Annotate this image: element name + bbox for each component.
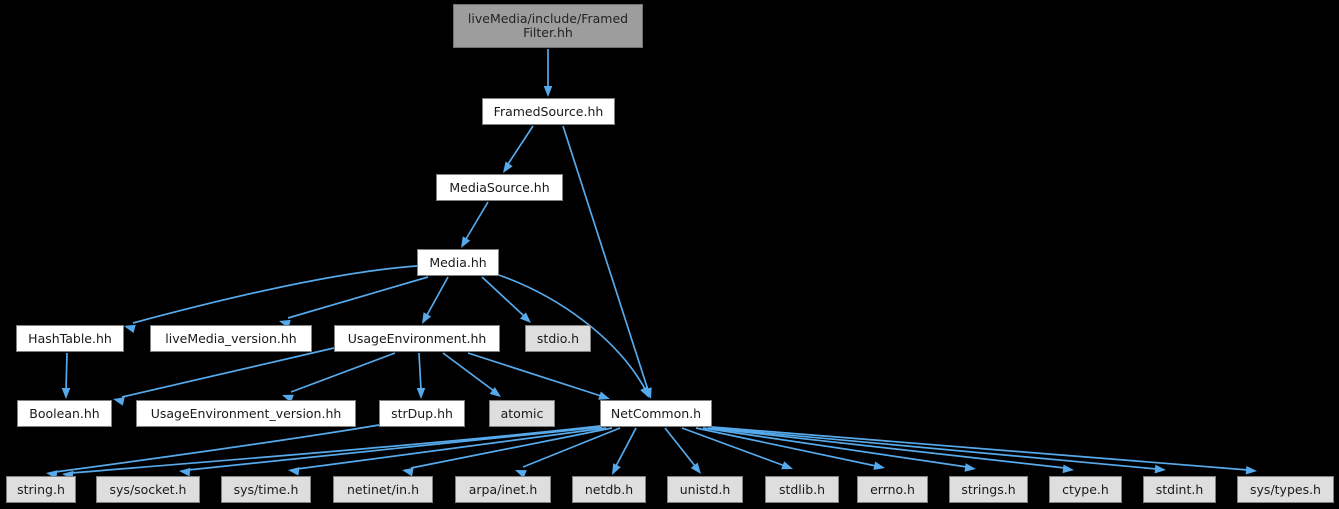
edge-media-to-netcommon (495, 273, 646, 390)
arrowhead-usageenv-to-atomic (489, 386, 501, 397)
arrowhead-netcommon-to-unistd (690, 462, 701, 474)
arrowhead-framedsrc-to-mediasrc (503, 161, 513, 173)
node-media[interactable]: Media.hh (417, 249, 499, 276)
node-strdup[interactable]: strDup.hh (379, 400, 465, 427)
arrowhead-netcommon-to-systime (288, 467, 300, 476)
edge-media-to-stdio (481, 276, 525, 317)
node-root: liveMedia/include/Framed Filter.hh (453, 4, 643, 48)
edge-netcommon-to-syssocket (187, 426, 603, 471)
edge-netcommon-to-stdint (710, 427, 1158, 470)
node-errno[interactable]: errno.h (857, 476, 928, 503)
arrowhead-netcommon-to-ctype (1062, 464, 1074, 474)
arrowhead-mediasrc-to-media (461, 236, 471, 248)
node-mediasrc[interactable]: MediaSource.hh (436, 174, 563, 201)
arrowhead-netcommon-to-netdb (612, 463, 621, 475)
arrowhead-netcommon-to-errno (873, 461, 885, 470)
node-boolean[interactable]: Boolean.hh (17, 400, 112, 427)
node-systypes[interactable]: sys/types.h (1237, 476, 1334, 503)
node-stdlib[interactable]: stdlib.h (765, 476, 839, 503)
arrowhead-hashtable-to-boolean (61, 388, 71, 399)
node-atomic[interactable]: atomic (489, 400, 555, 427)
node-ctype[interactable]: ctype.h (1049, 476, 1122, 503)
edge-usageenv-to-atomic (442, 352, 495, 392)
node-framedsrc[interactable]: FramedSource.hh (482, 98, 615, 125)
arrowhead-media-to-stdio (520, 312, 531, 323)
arrowhead-netcommon-to-stdint (1154, 464, 1166, 474)
node-uevversion[interactable]: UsageEnvironment_version.hh (136, 400, 356, 427)
node-unistd[interactable]: unistd.h (667, 476, 743, 503)
node-string_h[interactable]: string.h (6, 476, 76, 503)
edge-usageenv-to-uevversion (290, 352, 396, 393)
edge-media-to-usageenv (426, 276, 449, 316)
arrowhead-usageenv-to-strdup (416, 388, 426, 399)
edge-netcommon-to-systime (296, 427, 607, 470)
edge-hashtable-to-boolean (65, 352, 68, 391)
edge-netcommon-to-stdlib (681, 427, 786, 467)
edge-netcommon-to-arpainet (522, 427, 621, 468)
node-systime[interactable]: sys/time.h (221, 476, 311, 503)
node-syssocket[interactable]: sys/socket.h (96, 476, 200, 503)
arrowhead-netcommon-to-netinetin (402, 467, 414, 477)
edge-netcommon-to-ctype (707, 427, 1066, 469)
edge-media-to-lmversion (287, 276, 429, 319)
arrowhead-media-to-hashtable (124, 324, 136, 334)
edge-netcommon-to-string_h (70, 425, 601, 474)
edge-mediasrc-to-media (465, 201, 489, 240)
arrowhead-usageenv-to-boolean (113, 397, 125, 406)
edge-netcommon-to-netdb (615, 427, 637, 467)
arrowhead-netcommon-to-stdlib (781, 461, 793, 470)
edge-netcommon-to-strings (702, 427, 968, 468)
node-netcommon[interactable]: NetCommon.h (600, 400, 712, 427)
node-usageenv[interactable]: UsageEnvironment.hh (334, 325, 500, 352)
edge-framedsrc-to-netcommon (562, 125, 649, 391)
arrowhead-media-to-usageenv (422, 312, 432, 324)
arrowhead-netcommon-to-strings (964, 463, 976, 472)
node-hashtable[interactable]: HashTable.hh (16, 325, 124, 352)
node-stdio[interactable]: stdio.h (525, 325, 591, 352)
node-arpainet[interactable]: arpa/inet.h (455, 476, 551, 503)
edge-usageenv-to-strdup (418, 352, 422, 391)
arrowhead-netcommon-to-systypes (1245, 465, 1257, 475)
arrowhead-root-to-framedsrc (543, 86, 553, 97)
edge-strdup-to-string_h (54, 424, 380, 473)
node-stdint[interactable]: stdint.h (1143, 476, 1216, 503)
edge-framedsrc-to-mediasrc (507, 125, 534, 165)
edge-netcommon-to-errno (695, 427, 877, 467)
edge-media-to-hashtable (132, 265, 418, 324)
edge-netcommon-to-unistd (664, 427, 696, 467)
edge-usageenv-to-boolean (121, 347, 335, 398)
node-netdb[interactable]: netdb.h (572, 476, 646, 503)
arrowhead-media-to-netcommon (640, 386, 649, 398)
arrowhead-netcommon-to-syssocket (179, 467, 191, 477)
node-lmversion[interactable]: liveMedia_version.hh (150, 325, 312, 352)
edge-netcommon-to-systypes (711, 426, 1249, 471)
arrowhead-usageenv-to-netcommon (598, 391, 610, 400)
edge-usageenv-to-netcommon (467, 352, 602, 397)
node-strings[interactable]: strings.h (949, 476, 1028, 503)
edge-netcommon-to-netinetin (410, 427, 613, 469)
node-netinetin[interactable]: netinet/in.h (333, 476, 433, 503)
